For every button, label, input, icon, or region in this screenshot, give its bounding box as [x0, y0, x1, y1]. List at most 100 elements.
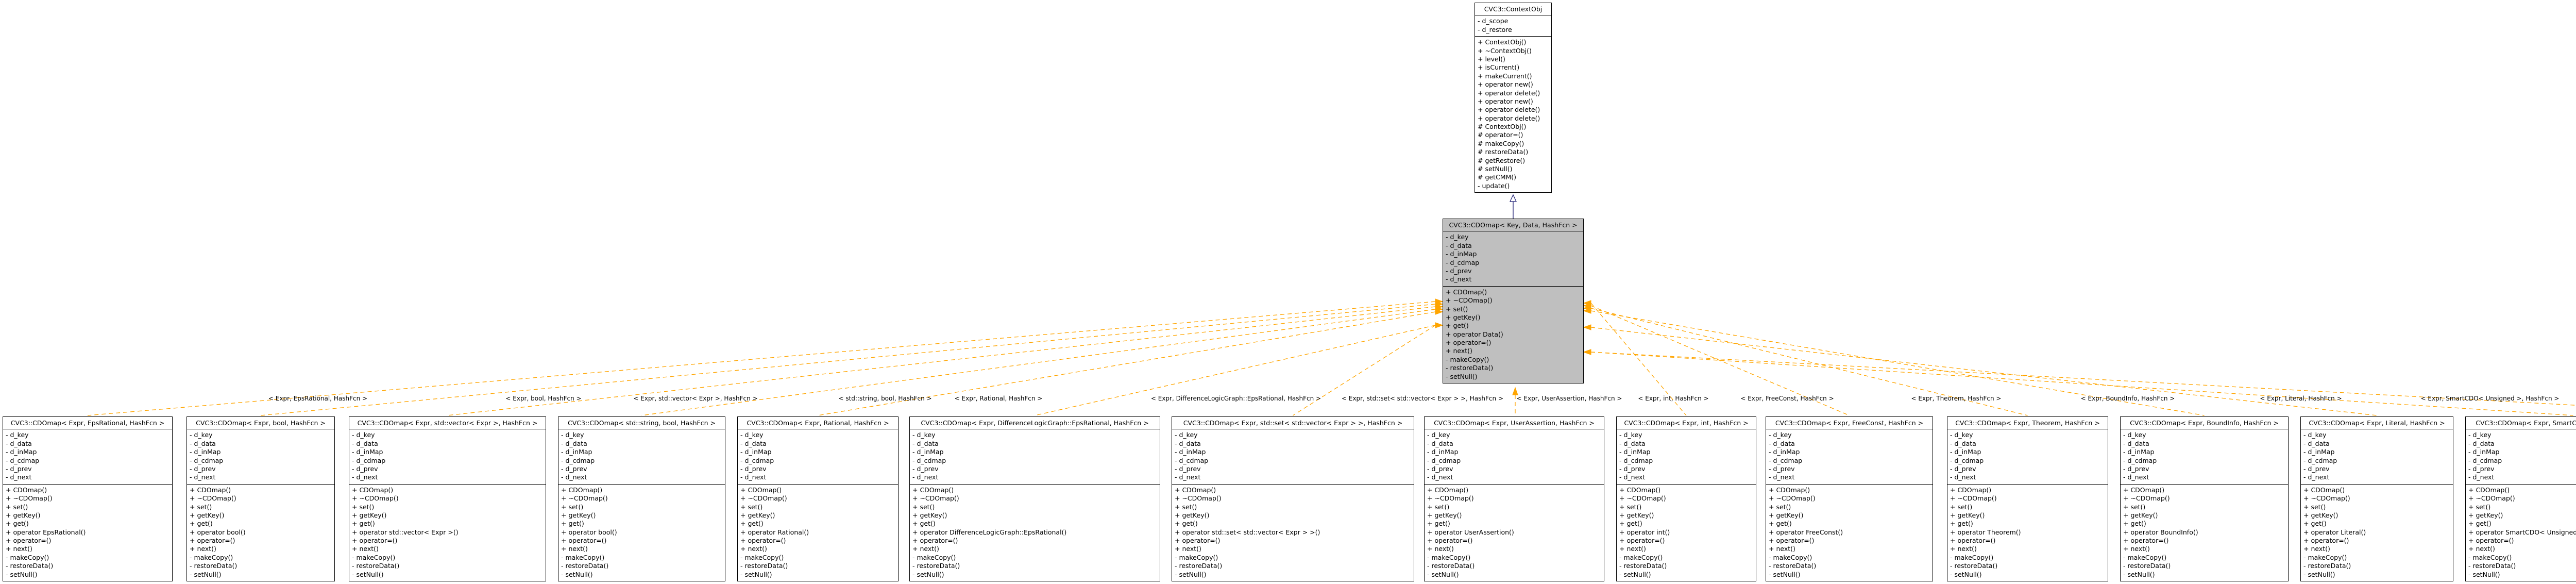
class-box-instance-12[interactable]: CVC3::CDOmap< Expr, BoundInfo, HashFcn >… — [2120, 416, 2289, 582]
class-box-instance-10[interactable]: CVC3::CDOmap< Expr, FreeConst, HashFcn >… — [1766, 416, 1933, 582]
member-row: - setNull() — [912, 570, 944, 578]
class-title[interactable]: CVC3::CDOmap< Expr, bool, HashFcn > — [196, 419, 326, 427]
method-section: + CDOmap()+ ~CDOmap()+ set()+ getKey()+ … — [1766, 483, 1933, 581]
edge-label: < Expr, FreeConst, HashFcn > — [1740, 395, 1834, 402]
class-title[interactable]: CVC3::CDOmap< Expr, UserAssertion, HashF… — [1434, 419, 1595, 427]
class-title[interactable]: CVC3::CDOmap< Expr, FreeConst, HashFcn > — [1775, 419, 1924, 427]
member-row: - d_prev — [6, 464, 32, 473]
member-row: + operator Theorem() — [1950, 528, 2021, 536]
class-box-contextobj[interactable]: CVC3::ContextObj- d_scope- d_restore+ Co… — [1475, 3, 1552, 193]
member-row: + operator UserAssertion() — [1427, 528, 1514, 536]
member-row: - d_prev — [190, 464, 216, 473]
member-row: - d_next — [1950, 473, 1976, 481]
member-row: + CDOmap() — [912, 486, 954, 494]
template-instance-arrowhead — [1435, 309, 1444, 315]
member-row: - restoreData() — [1427, 562, 1475, 570]
member-row: - d_data — [1769, 439, 1795, 447]
template-instance-arrowhead — [1583, 308, 1591, 314]
member-row: + ~CDOmap() — [1950, 494, 1997, 503]
member-row: + get() — [912, 520, 936, 528]
class-box-instance-6[interactable]: CVC3::CDOmap< Expr, DifferenceLogicGraph… — [909, 416, 1160, 582]
member-row: - d_cdmap — [912, 456, 946, 464]
member-row: + ~CDOmap() — [2468, 494, 2515, 503]
member-row: - d_inMap — [561, 448, 592, 456]
member-row: - d_next — [190, 473, 216, 481]
member-row: - setNull() — [2468, 570, 2500, 578]
class-title[interactable]: CVC3::CDOmap< Expr, Theorem, HashFcn > — [1955, 419, 2100, 427]
member-row: + next() — [1950, 545, 1977, 553]
attribute-section: - d_key- d_data- d_inMap- d_cdmap- d_pre… — [1172, 429, 1414, 483]
member-row: + get() — [1175, 520, 1198, 528]
member-row: - d_scope — [1478, 17, 1509, 25]
member-row: - makeCopy() — [1769, 553, 1812, 561]
member-row: + getKey() — [2303, 511, 2338, 519]
member-row: - restoreData() — [2123, 562, 2171, 570]
class-title[interactable]: CVC3::CDOmap< Expr, DifferenceLogicGraph… — [921, 419, 1149, 427]
method-section: + CDOmap()+ ~CDOmap()+ set()+ getKey()+ … — [2301, 483, 2453, 581]
member-row: + operator=() — [1950, 537, 1996, 545]
member-row: + ~CDOmap() — [912, 494, 959, 503]
class-title[interactable]: CVC3::ContextObj — [1484, 5, 1543, 13]
class-title[interactable]: CVC3::CDOmap< Expr, Literal, HashFcn > — [2309, 419, 2445, 427]
member-row: + operator new() — [1478, 80, 1533, 89]
member-row: - makeCopy() — [1175, 553, 1218, 561]
template-instance-arrowhead — [1435, 322, 1444, 328]
class-box-instance-5[interactable]: CVC3::CDOmap< Expr, Rational, HashFcn >-… — [737, 416, 899, 582]
member-row: - d_key — [352, 431, 375, 439]
member-row: + ~CDOmap() — [190, 494, 236, 503]
member-row: - setNull() — [1446, 372, 1478, 380]
class-box-instance-1[interactable]: CVC3::CDOmap< Expr, EpsRational, HashFcn… — [3, 416, 173, 582]
member-row: - setNull() — [1175, 570, 1207, 578]
class-title[interactable]: CVC3::CDOmap< std::string, bool, HashFcn… — [568, 419, 716, 427]
member-row: - d_key — [1446, 233, 1469, 241]
class-box-instance-3[interactable]: CVC3::CDOmap< Expr, std::vector< Expr >,… — [349, 416, 546, 582]
method-section: + CDOmap()+ ~CDOmap()+ set()+ getKey()+ … — [349, 483, 546, 581]
member-row: - d_prev — [1175, 464, 1201, 473]
class-box-instance-9[interactable]: CVC3::CDOmap< Expr, int, HashFcn >- d_ke… — [1616, 416, 1756, 582]
class-box-instance-13[interactable]: CVC3::CDOmap< Expr, Literal, HashFcn >- … — [2300, 416, 2453, 582]
member-row: + set() — [1427, 503, 1450, 511]
template-instance-arrowhead — [1583, 324, 1591, 330]
class-title[interactable]: CVC3::CDOmap< Expr, SmartCDO< Unsigned >… — [2476, 419, 2576, 427]
member-row: + CDOmap() — [352, 486, 394, 494]
member-row: - d_cdmap — [1619, 456, 1653, 464]
class-box-instance-2[interactable]: CVC3::CDOmap< Expr, bool, HashFcn >- d_k… — [187, 416, 335, 582]
class-title[interactable]: CVC3::CDOmap< Expr, EpsRational, HashFcn… — [10, 419, 165, 427]
class-box-instance-14[interactable]: CVC3::CDOmap< Expr, SmartCDO< Unsigned >… — [2465, 416, 2576, 582]
member-row: + CDOmap() — [2123, 486, 2165, 494]
method-section: + ContextObj()+ ~ContextObj()+ level()+ … — [1475, 36, 1551, 192]
member-row: + ~CDOmap() — [352, 494, 399, 503]
member-row: - d_inMap — [912, 448, 944, 456]
method-section: + CDOmap()+ ~CDOmap()+ set()+ getKey()+ … — [2121, 483, 2288, 581]
member-row: + CDOmap() — [1769, 486, 1810, 494]
class-title[interactable]: CVC3::CDOmap< Expr, BoundInfo, HashFcn > — [2130, 419, 2279, 427]
member-row: - d_prev — [1446, 266, 1472, 275]
attribute-section: - d_key- d_data- d_inMap- d_cdmap- d_pre… — [2466, 429, 2576, 483]
attribute-section: - d_key- d_data- d_inMap- d_cdmap- d_pre… — [1947, 429, 2108, 483]
template-instance-edge — [1035, 325, 1436, 416]
member-row: + set() — [740, 503, 763, 511]
member-row: + set() — [2468, 503, 2491, 511]
member-row: - makeCopy() — [6, 553, 49, 561]
member-row: - d_next — [1619, 473, 1646, 481]
class-box-instance-8[interactable]: CVC3::CDOmap< Expr, UserAssertion, HashF… — [1424, 416, 1604, 582]
member-row: + operator=() — [1769, 537, 1815, 545]
template-instance-edge — [1590, 308, 2028, 416]
member-row: + ~CDOmap() — [2123, 494, 2170, 503]
template-instance-edge — [260, 304, 1436, 416]
class-title[interactable]: CVC3::CDOmap< Expr, Rational, HashFcn > — [747, 419, 889, 427]
member-row: + operator Rational() — [740, 528, 809, 536]
class-box-instance-4[interactable]: CVC3::CDOmap< std::string, bool, HashFcn… — [558, 416, 725, 582]
member-row: - makeCopy() — [1446, 355, 1489, 363]
class-title[interactable]: CVC3::CDOmap< Expr, int, HashFcn > — [1624, 419, 1749, 427]
member-row: - d_next — [2123, 473, 2149, 481]
member-row: + ~ContextObj() — [1478, 46, 1532, 55]
method-section: + CDOmap()+ ~CDOmap()+ set()+ getKey()+ … — [738, 483, 898, 581]
class-title[interactable]: CVC3::CDOmap< Expr, std::set< std::vecto… — [1183, 419, 1403, 427]
member-row: + ~CDOmap() — [6, 494, 53, 503]
class-box-instance-11[interactable]: CVC3::CDOmap< Expr, Theorem, HashFcn >- … — [1947, 416, 2108, 582]
member-row: + ContextObj() — [1478, 38, 1527, 46]
class-box-instance-7[interactable]: CVC3::CDOmap< Expr, std::set< std::vecto… — [1172, 416, 1414, 582]
class-title[interactable]: CVC3::CDOmap< Expr, std::vector< Expr >,… — [357, 419, 538, 427]
attribute-section: - d_key- d_data- d_inMap- d_cdmap- d_pre… — [1425, 429, 1604, 483]
